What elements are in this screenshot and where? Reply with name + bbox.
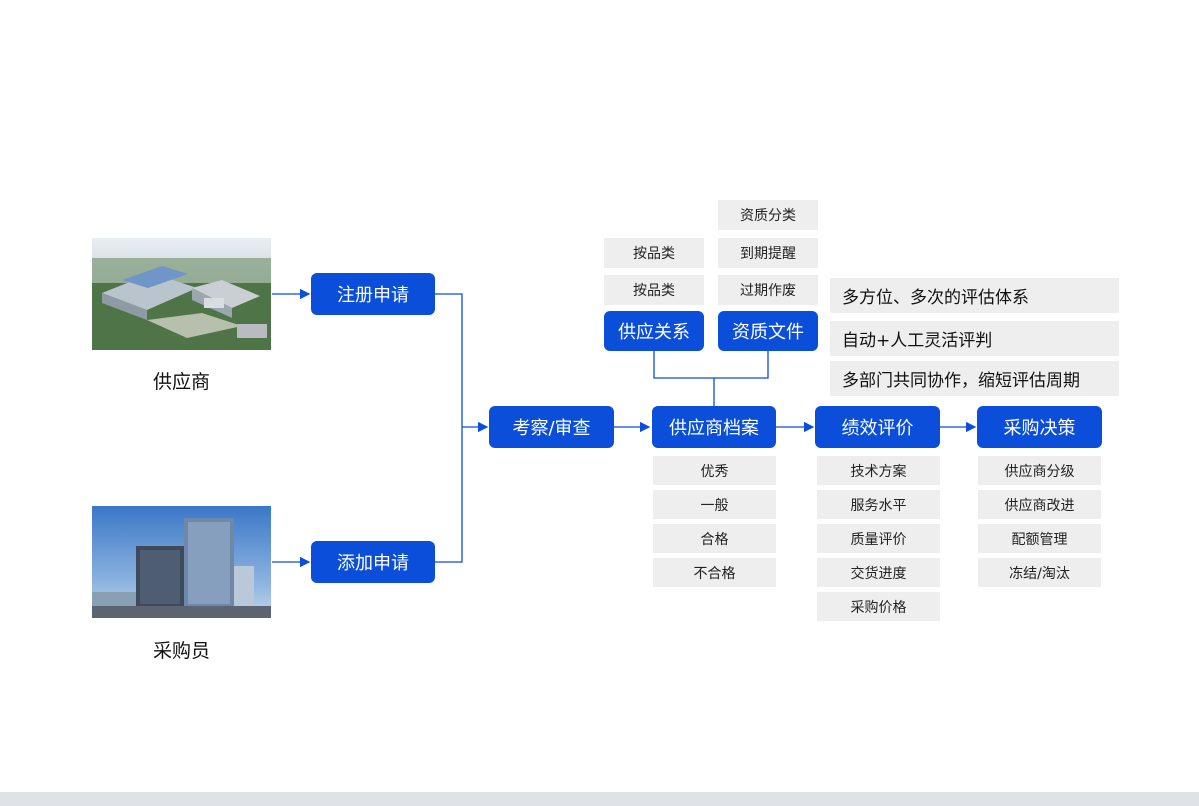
register-node: 注册申请 — [311, 273, 435, 315]
connector-add — [435, 427, 463, 563]
feature-note: 多方位、多次的评估体系 — [830, 278, 1119, 313]
archive-node: 供应商档案 — [652, 406, 776, 448]
connector-relation — [653, 351, 769, 379]
decision-tag: 供应商分级 — [978, 456, 1101, 485]
performance-tag: 质量评价 — [817, 524, 940, 553]
footer-bar — [0, 792, 1199, 806]
qualification-tag: 过期作废 — [718, 275, 818, 305]
performance-tag: 采购价格 — [817, 592, 940, 621]
qualification-tag: 资质分类 — [718, 200, 818, 230]
factory-photo — [92, 238, 271, 350]
decision-tag: 配额管理 — [978, 524, 1101, 553]
qualification-tag: 到期提醒 — [718, 238, 818, 268]
relation-tag: 按品类 — [604, 275, 704, 305]
relation-tag: 按品类 — [604, 238, 704, 268]
relation-node: 供应关系 — [604, 311, 704, 351]
archive-tag: 优秀 — [653, 456, 776, 485]
office-building-photo — [92, 506, 271, 618]
decision-tag: 冻结/淘汰 — [978, 558, 1101, 587]
decision-tag: 供应商改进 — [978, 490, 1101, 519]
archive-tag: 合格 — [653, 524, 776, 553]
add-node: 添加申请 — [311, 541, 435, 583]
archive-tag: 一般 — [653, 490, 776, 519]
connector-register — [435, 293, 463, 427]
qualification-node: 资质文件 — [718, 311, 818, 351]
feature-note: 自动+人工灵活评判 — [830, 321, 1119, 356]
decision-node: 采购决策 — [977, 406, 1102, 448]
buyer-label: 采购员 — [152, 640, 210, 662]
performance-tag: 技术方案 — [817, 456, 940, 485]
archive-tag: 不合格 — [653, 558, 776, 587]
performance-tag: 交货进度 — [817, 558, 940, 587]
performance-tag: 服务水平 — [817, 490, 940, 519]
feature-note: 多部门共同协作，缩短评估周期 — [830, 361, 1119, 396]
supplier-label: 供应商 — [152, 371, 210, 393]
performance-node: 绩效评价 — [815, 406, 940, 448]
review-node: 考察/审查 — [489, 406, 614, 448]
